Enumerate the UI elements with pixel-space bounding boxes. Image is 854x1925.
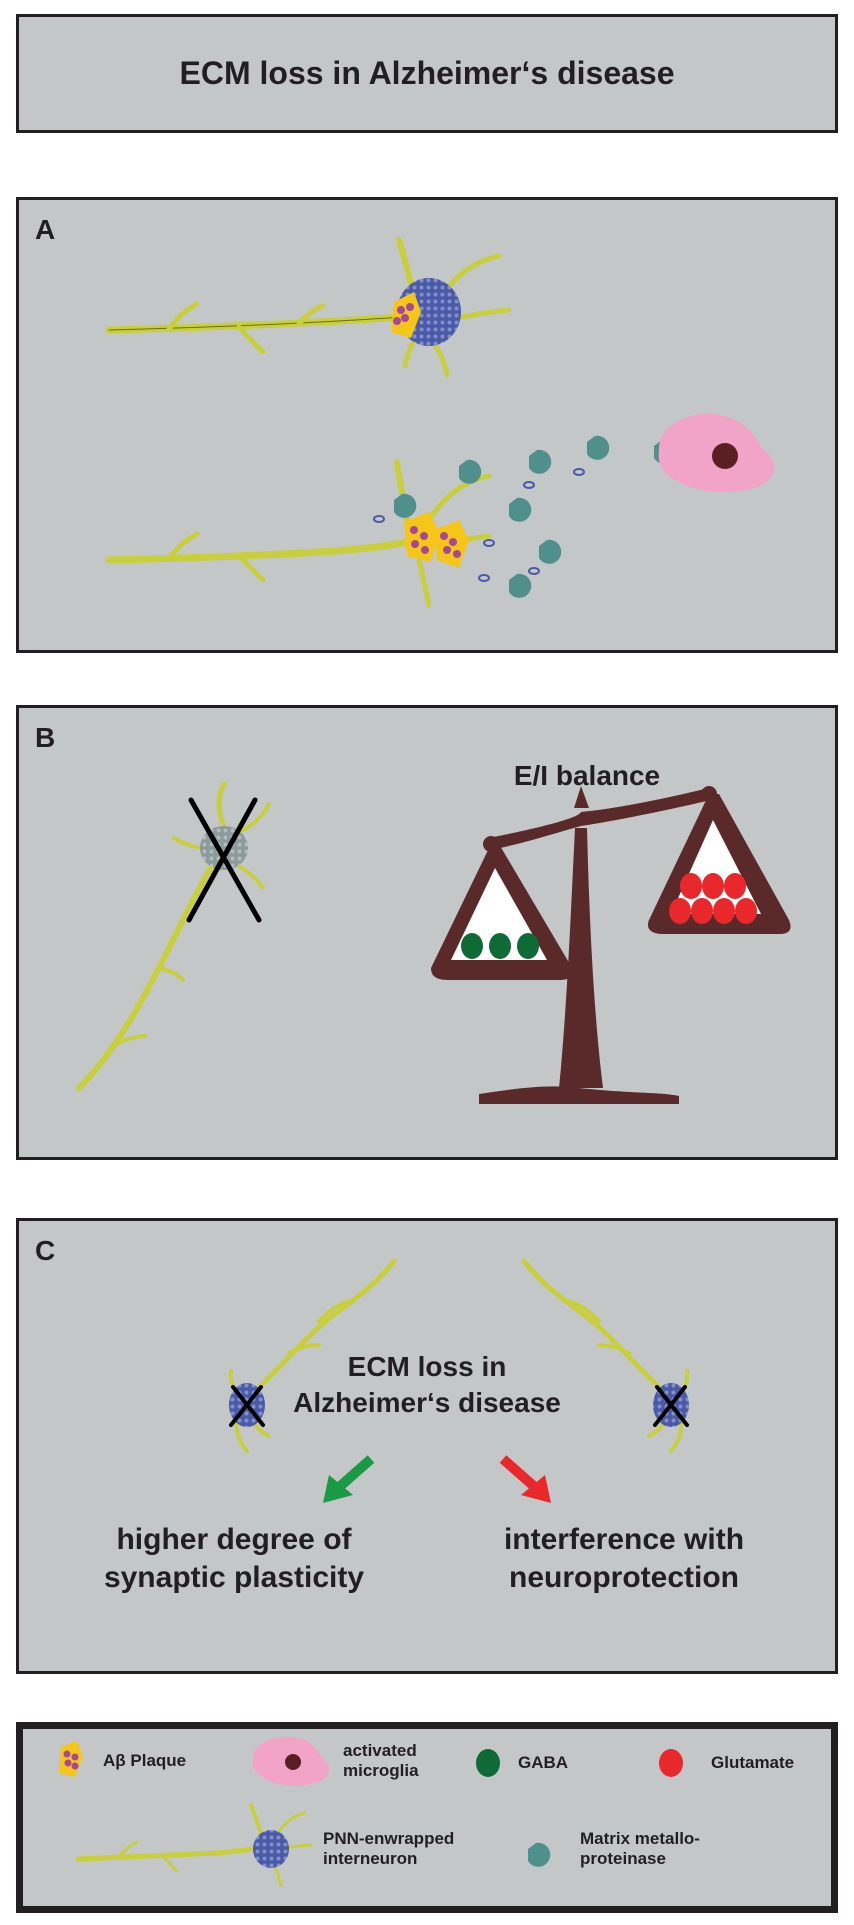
mmp-legend-line1: Matrix metallo- (580, 1829, 700, 1848)
right-outcome-line2: neuroprotection (509, 1561, 739, 1594)
right-outcome-line1: interference with (503, 1523, 745, 1556)
title-box: ECM loss in Alzheimer‘s disease (16, 14, 838, 133)
glutamate-legend-label: Glutamate (711, 1753, 795, 1772)
microglia-legend-line1: activated (343, 1741, 417, 1760)
green-arrow (323, 1455, 375, 1503)
legend: Aβ Plaque activated microglia GABA Gluta… (16, 1722, 838, 1913)
panel-b: B E/I balance (16, 705, 838, 1160)
cross-mark (186, 797, 262, 923)
gaba-legend-icon (476, 1749, 500, 1777)
pnn-legend-line1: PNN-enwrapped (323, 1829, 455, 1848)
pnn-neuron (105, 237, 512, 378)
plaque-a1 (391, 292, 421, 338)
left-outcome-text: higher degree of synaptic plasticity (69, 1521, 399, 1597)
plaque-legend-icon (59, 1741, 83, 1777)
left-outcome-line2: synaptic plasticity (103, 1561, 365, 1594)
panel-a-label: A (35, 214, 56, 245)
plaque-cluster (404, 512, 469, 568)
panel-c-label: C (35, 1235, 56, 1266)
panel-c: C (16, 1218, 838, 1674)
gaba-legend-label: GABA (518, 1753, 569, 1772)
ei-balance-title: E/I balance (513, 760, 661, 791)
gaba-molecules (461, 933, 539, 959)
glutamate-molecules (669, 873, 757, 924)
left-cross-mark (229, 1385, 265, 1427)
panel-a-illustration (105, 237, 775, 608)
microglia-legend-line2: microglia (343, 1761, 419, 1780)
pnn-legend-net (253, 1830, 289, 1868)
mmp-legend-label: Matrix metallo- proteinase (580, 1829, 700, 1869)
activated-microglia (658, 414, 775, 493)
figure-title: ECM loss in Alzheimer‘s disease (179, 55, 675, 91)
glutamate-legend-icon (659, 1749, 683, 1777)
panel-a: A (16, 197, 838, 653)
mmp-legend-icon (528, 1842, 551, 1867)
panel-b-label: B (35, 722, 56, 753)
panel-c-illustration (228, 1258, 690, 1503)
center-text-line2: Alzheimer‘s disease (293, 1387, 561, 1418)
microglia-legend-label: activated microglia (343, 1741, 419, 1781)
red-arrow (499, 1455, 551, 1503)
panel-b-illustration (76, 781, 791, 1104)
center-text: ECM loss in Alzheimer‘s disease (259, 1349, 595, 1421)
left-outcome-line1: higher degree of (116, 1523, 352, 1556)
center-text-line1: ECM loss in (347, 1351, 507, 1382)
plaque-legend-label: Aβ Plaque (103, 1751, 187, 1770)
pnn-legend-line2: interneuron (323, 1849, 418, 1868)
pnn-legend-label: PNN-enwrapped interneuron (323, 1829, 454, 1869)
right-cross-mark (653, 1385, 689, 1427)
right-outcome-text: interference with neuroprotection (459, 1521, 789, 1597)
mmp-legend-line2: proteinase (580, 1849, 666, 1868)
balance-scale (431, 786, 791, 1104)
microglia-legend-icon (252, 1736, 330, 1786)
legend-icons (59, 1736, 683, 1887)
